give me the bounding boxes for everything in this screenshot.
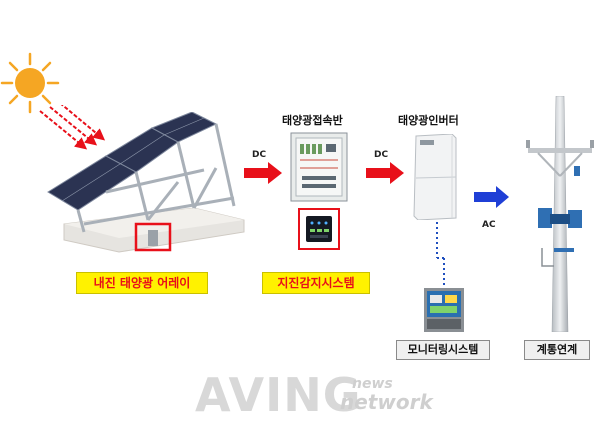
monitoring-screen-image — [424, 288, 464, 332]
solar-array-image — [47, 112, 245, 253]
grid-label: 계통연계 — [524, 340, 590, 360]
solar-array-label: 내진 태양광 어레이 — [76, 272, 208, 294]
ac-label: AC — [482, 220, 496, 230]
seismic-sensor-image — [306, 216, 332, 242]
utility-pole-image — [526, 96, 594, 332]
dc-label-1: DC — [252, 150, 267, 160]
seismic-sensor-highlight — [298, 208, 340, 250]
watermark-network: network — [340, 390, 433, 414]
monitoring-label: 모니터링시스템 — [396, 340, 490, 360]
seismic-system-label: 지진감지시스템 — [262, 272, 370, 294]
ac-arrow — [474, 186, 509, 208]
sunlight-rays — [39, 105, 106, 150]
sun-icon — [0, 52, 60, 114]
junction-box-title: 태양광접속반 — [282, 114, 343, 127]
inverter-image — [413, 134, 457, 220]
dc-arrow-1 — [244, 162, 282, 184]
watermark-logo: AVING — [195, 368, 362, 422]
dc-arrow-2 — [366, 162, 404, 184]
junction-box-image — [290, 132, 348, 202]
watermark-news: news — [352, 376, 393, 392]
dc-label-2: DC — [374, 150, 389, 160]
monitoring-connection-line — [436, 222, 445, 286]
inverter-title: 태양광인버터 — [398, 114, 459, 127]
